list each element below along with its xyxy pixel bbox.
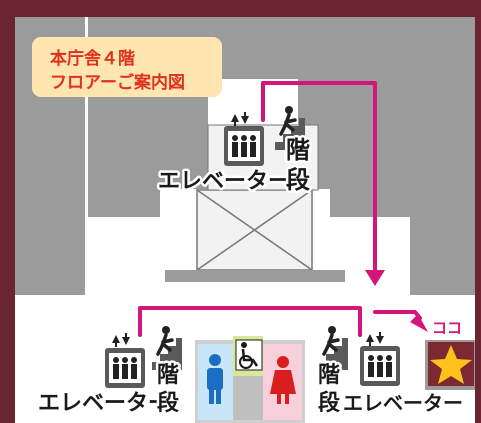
stairs-label-upper-char1: 階 (286, 136, 310, 164)
elevator-icon (224, 126, 264, 166)
stairs-label-lower-left-char2: 段 (157, 390, 179, 416)
wall-block-center-right (330, 17, 410, 217)
female-restroom-icon (270, 356, 296, 404)
here-star-icon (428, 342, 474, 386)
wall-block-right (410, 17, 475, 295)
title-box: 本庁舎４階 フロアーご案内図 (32, 37, 222, 97)
elevator-label-lower-right: エレベーター (343, 391, 463, 415)
elevator-label-lower-left: エレベーター (38, 391, 170, 416)
male-restroom-icon (207, 354, 223, 404)
route-arrowhead-here (410, 314, 428, 332)
map-title-line1: 本庁舎４階 (50, 49, 135, 69)
wheelchair-icon (235, 339, 263, 371)
stairs-label-lower-left-char1: 階 (157, 363, 179, 388)
stairs-label-lower-right-char2: 段 (318, 390, 340, 416)
elevator-icon (360, 346, 400, 386)
map-title-line2: フロアーご案内図 (50, 73, 185, 93)
stairs-label-lower-right-char1: 階 (318, 363, 340, 388)
route-arrowhead-down (365, 270, 385, 286)
elevator-label-upper: エレベーター (158, 169, 290, 194)
here-label: ココ (432, 319, 462, 337)
elevator-icon (105, 348, 145, 388)
stairs-label-upper-char2: 段 (286, 166, 310, 194)
